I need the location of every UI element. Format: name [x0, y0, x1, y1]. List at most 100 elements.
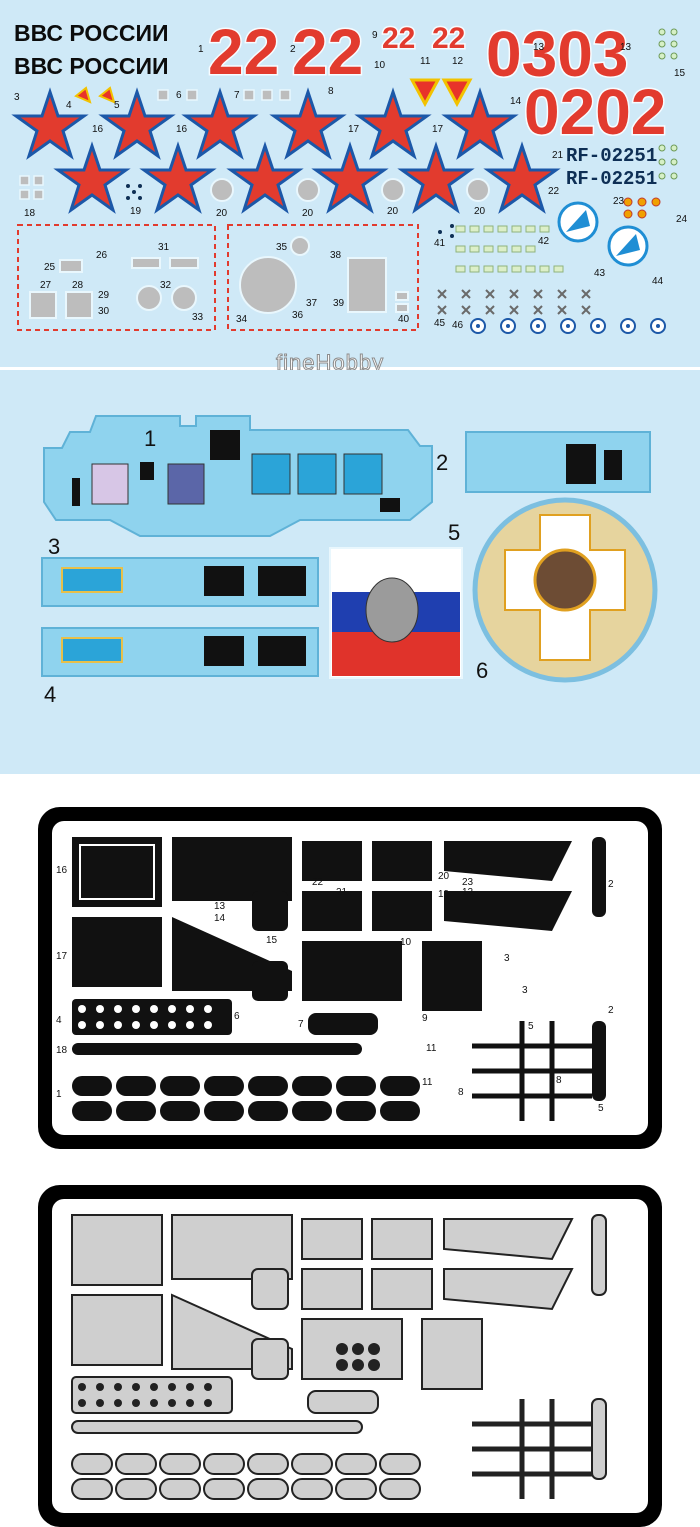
part-label: 13: [214, 901, 226, 912]
number-0303: 0303: [486, 18, 628, 90]
item-label: 19: [130, 206, 142, 217]
item-label: 25: [44, 262, 56, 273]
part-label: 11: [422, 1077, 433, 1088]
item-label: 20: [302, 208, 314, 219]
part-label: 7: [298, 1019, 304, 1030]
item-label: 5: [114, 100, 120, 111]
red-star: [397, 141, 475, 214]
decal-artwork: 22 22 22 22 0303 0202: [0, 15, 700, 368]
cockpit-decal-artwork: [41, 415, 658, 683]
red-star: [354, 87, 432, 160]
part-label: 12: [462, 887, 474, 898]
item-label: 38: [330, 250, 342, 261]
item-label: 3: [48, 534, 61, 559]
red-star: [11, 87, 89, 160]
x-mark-row: [437, 289, 591, 299]
serial-number: RF-02251: [566, 145, 658, 167]
number-0202: 0202: [524, 76, 666, 148]
item-label: 17: [348, 124, 360, 135]
item-label: 13: [533, 42, 545, 53]
item-label: 20: [387, 206, 399, 217]
item-label: 40: [398, 314, 410, 325]
part-label: 17: [56, 951, 68, 962]
gray-circle: [466, 178, 490, 202]
item-label: 35: [276, 242, 288, 253]
side-panel-2: [465, 431, 651, 493]
item-label: 43: [594, 268, 606, 279]
part-label: 20: [438, 871, 450, 882]
item-label: 6: [476, 658, 489, 683]
item-label: 1: [144, 426, 157, 451]
item-label: 29: [98, 290, 110, 301]
item-label: 6: [176, 90, 182, 101]
small-marker-icon: [98, 86, 116, 104]
russian-flag: [329, 547, 463, 679]
warning-triangle-icon: [409, 78, 441, 108]
part-label: 1: [56, 1089, 62, 1100]
number-22-large: 22: [292, 16, 363, 88]
decal-sheet-markings: ВВС РОССИИ ВВС РОССИИ 22 22 22 22 0303 0…: [0, 0, 700, 376]
item-label: 28: [72, 280, 84, 291]
seat-belts: [472, 1021, 592, 1121]
part-label: 21: [336, 887, 348, 898]
part-label: 3: [522, 985, 528, 996]
item-label: 2: [436, 450, 449, 475]
item-label: 13: [620, 42, 632, 53]
photoetch-fret-1: 16 17 4 18 1 13 14 15 6 7 22 21 10 9 20 …: [38, 807, 662, 1149]
item-label: 26: [96, 250, 108, 261]
item-label: 44: [652, 276, 664, 287]
number-22-small: 22: [432, 22, 465, 55]
part-label: 3: [504, 953, 510, 964]
decal-sheet-cockpit: 1 2 3 4 5 6: [0, 370, 700, 774]
part-label: 19: [438, 889, 450, 900]
item-label: 32: [160, 280, 172, 291]
item-label: 30: [98, 306, 110, 317]
gray-circle: [296, 178, 320, 202]
item-label: 23: [613, 196, 625, 207]
part-label: 16: [56, 865, 68, 876]
part-label: 22: [312, 877, 324, 888]
item-label: 12: [452, 56, 464, 67]
item-label: 2: [290, 44, 296, 55]
sukhoi-logo-icon: [557, 201, 599, 243]
serial-number: RF-02251: [566, 168, 658, 190]
item-label: 41: [434, 238, 446, 249]
red-star: [53, 141, 131, 214]
item-label: 18: [24, 208, 36, 219]
photoetch-fret-2: [38, 1185, 662, 1527]
title-vvs-rossii: ВВС РОССИИ: [14, 20, 169, 46]
item-label: 7: [234, 90, 240, 101]
item-label: 39: [333, 298, 345, 309]
part-label: 2: [608, 879, 614, 890]
item-label: 20: [474, 206, 486, 217]
red-star: [98, 87, 176, 160]
item-label: 34: [236, 314, 248, 325]
item-label: 10: [374, 60, 386, 71]
item-label: 1: [198, 44, 204, 55]
number-22-small: 22: [382, 22, 415, 55]
red-star: [311, 141, 389, 214]
item-label: 9: [372, 30, 378, 41]
item-label: 22: [548, 186, 560, 197]
panel-outline-right: [227, 224, 419, 331]
red-star: [483, 141, 561, 214]
red-star: [181, 87, 259, 160]
item-label: 3: [14, 92, 20, 103]
item-label: 42: [538, 236, 550, 247]
red-star: [441, 87, 519, 160]
item-label: 36: [292, 310, 304, 321]
part-label: 4: [56, 1015, 62, 1026]
item-label: 33: [192, 312, 204, 323]
item-label: 4: [66, 100, 72, 111]
part-label: 8: [556, 1075, 562, 1086]
title-vvs-rossii: ВВС РОССИИ: [14, 53, 169, 79]
item-label: 17: [432, 124, 444, 135]
item-label: 45: [434, 318, 446, 329]
gray-circle: [210, 178, 234, 202]
item-label: 15: [674, 68, 686, 79]
sukhoi-logo-icon: [607, 225, 649, 267]
gray-circle: [381, 178, 405, 202]
part-label: 14: [214, 913, 226, 924]
item-label: 21: [552, 150, 564, 161]
instrument-panel: [43, 415, 433, 537]
